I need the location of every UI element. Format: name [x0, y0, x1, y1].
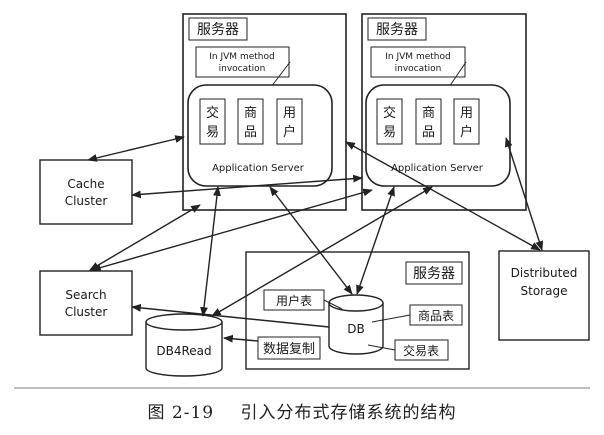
cache-cluster-line1: Cache — [67, 177, 104, 191]
db-label: DB — [347, 322, 364, 336]
arrow-server1-cache — [87, 135, 185, 162]
db-server-title: 服务器 — [413, 266, 455, 282]
arrow-server2-storage — [504, 137, 544, 251]
server-2-title: 服务器 — [376, 22, 418, 38]
server-1-title: 服务器 — [197, 22, 239, 38]
db4read-label: DB4Read — [156, 344, 211, 358]
application-server-2-label: Application Server — [391, 163, 484, 174]
server-2-method-line1: In JVM method — [385, 52, 450, 62]
module-product-2-char2: 品 — [422, 125, 435, 140]
module-user-1 — [276, 98, 303, 145]
figure-title: 引入分布式存储系统的结构 — [240, 403, 457, 423]
distributed-storage: Distributed Storage — [498, 250, 590, 341]
server-1-method-line1: In JVM method — [209, 52, 274, 62]
cache-cluster: Cache Cluster — [39, 159, 133, 225]
figure-number: 图 2-19 — [147, 403, 215, 423]
module-product-1 — [237, 98, 264, 145]
module-product-1-char1: 商 — [244, 106, 257, 121]
replication-label-box — [257, 336, 321, 360]
module-user-1-char1: 用 — [283, 106, 296, 121]
arrow-db-search — [131, 303, 330, 328]
module-product-2-char1: 商 — [422, 106, 435, 121]
product-table-label: 商品表 — [418, 308, 454, 323]
server-2-method-line2: invocation — [395, 64, 442, 74]
db-cylinder: DB — [328, 294, 384, 355]
user-table-label: 用户表 — [276, 293, 312, 308]
arrow-replication — [223, 334, 259, 343]
module-user-2 — [453, 98, 480, 145]
module-trade-1 — [199, 98, 226, 145]
connection-arrows — [87, 135, 544, 343]
module-trade-2-char2: 易 — [383, 125, 396, 140]
module-trade-1-char2: 易 — [206, 125, 219, 140]
server-1: 服务器 In JVM method invocation 交 易 商 品 用 户… — [182, 13, 347, 211]
search-cluster-line1: Search — [65, 288, 106, 302]
search-cluster-line2: Cluster — [65, 305, 108, 319]
module-trade-2-char1: 交 — [383, 105, 396, 121]
distributed-storage-line2: Storage — [521, 284, 568, 298]
cache-cluster-line2: Cluster — [65, 194, 108, 208]
module-trade-2 — [376, 98, 403, 145]
replication-label: 数据复制 — [263, 342, 315, 357]
module-user-2-char2: 户 — [460, 124, 473, 140]
application-server-1-label: Application Server — [212, 163, 305, 174]
search-cluster: Search Cluster — [39, 270, 133, 336]
distributed-storage-line1: Distributed — [511, 266, 578, 280]
db4read-cylinder: DB4Read — [145, 313, 223, 377]
module-trade-1-char1: 交 — [206, 105, 219, 121]
trade-table-label: 交易表 — [403, 343, 439, 358]
server-2: 服务器 In JVM method invocation 交 易 商 品 用 户… — [361, 13, 527, 211]
module-product-2 — [415, 98, 442, 145]
module-user-1-char2: 户 — [283, 124, 296, 140]
server-1-method-line2: invocation — [219, 64, 266, 74]
module-user-2-char1: 用 — [460, 106, 473, 121]
figure-caption: 图 2-19 引入分布式存储系统的结构 — [0, 398, 604, 423]
architecture-diagram: 服务器 In JVM method invocation 交 易 商 品 用 户… — [14, 13, 590, 389]
module-product-1-char2: 品 — [244, 125, 257, 140]
